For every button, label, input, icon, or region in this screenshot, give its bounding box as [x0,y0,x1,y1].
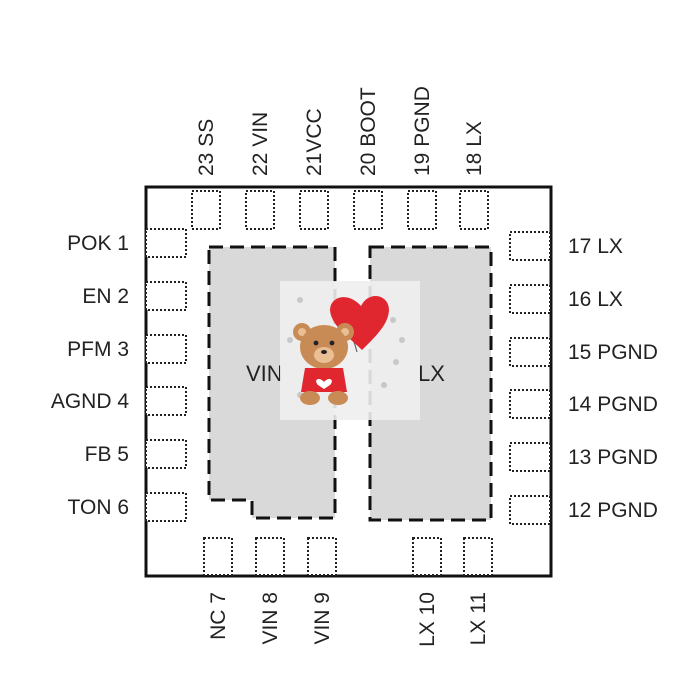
pin-9-label: VIN 9 [311,592,334,645]
exposed-pad-vin-label: VIN [246,361,283,386]
bottom-pin-row: NC 7 VIN 8 VIN 9 LX 10 LX 11 [203,537,493,647]
pin-20-pad [353,190,383,230]
pin-15-pad [509,337,551,367]
top-pin-row: 23 SS 22 VIN 21VCC 20 BOOT 19 PGND 18 LX [191,86,489,230]
pin-1-pad [145,228,187,258]
pin-14-pad [509,389,551,419]
pin-22-pad [245,190,275,230]
pin-17-pad [509,231,551,261]
pin-12-pad [509,495,551,525]
pin-14-label: 14 PGND [568,393,658,416]
pin-20-label: 20 BOOT [357,87,380,176]
pin-16-label: 16 LX [568,288,623,311]
pin-2-label: EN 2 [82,285,129,308]
pin-19-label: 19 PGND [411,86,434,176]
pin-8-pad [255,537,285,576]
teddy-bear-heart-balloon-icon [280,281,420,420]
pin-9-pad [307,537,337,576]
pin-1-label: POK 1 [67,232,129,255]
pin-18-pad [459,190,489,230]
pin-8-label: VIN 8 [259,592,282,645]
pin-6-pad [145,492,187,522]
pin-16-pad [509,284,551,314]
pin-10-pad [412,537,442,576]
right-pin-column: 17 LX 16 LX 15 PGND 14 PGND 13 PGND 12 PGND [509,231,658,525]
pin-2-pad [145,281,187,311]
pin-6-label: TON 6 [68,496,129,519]
pin-23-pad [191,190,221,230]
pin-3-pad [145,334,187,364]
pin-13-pad [509,442,551,472]
pin-11-label: LX 11 [467,592,490,645]
pin-22-label: 22 VIN [249,112,272,176]
pin-5-pad [145,439,187,469]
pin-5-label: FB 5 [85,443,129,466]
pin-21-label: 21VCC [303,108,326,176]
pin-18-label: 18 LX [463,121,486,176]
pin-11-pad [463,537,493,576]
pin-13-label: 13 PGND [568,446,658,469]
pin-4-pad [145,386,187,416]
exposed-pad-lx-label: LX [418,361,445,386]
pin-12-label: 12 PGND [568,499,658,522]
pin-7-pad [203,537,233,576]
pin-4-label: AGND 4 [51,390,130,413]
pin-23-label: 23 SS [195,119,218,176]
pin-3-label: PFM 3 [67,338,129,361]
pin-7-label: NC 7 [207,592,230,640]
pin-10-label: LX 10 [416,592,439,647]
pin-21-pad [299,190,329,230]
pin-19-pad [407,190,437,230]
pin-15-label: 15 PGND [568,341,658,364]
left-pin-column: POK 1 EN 2 PFM 3 AGND 4 FB 5 TON 6 [51,228,187,522]
pin-17-label: 17 LX [568,235,623,258]
